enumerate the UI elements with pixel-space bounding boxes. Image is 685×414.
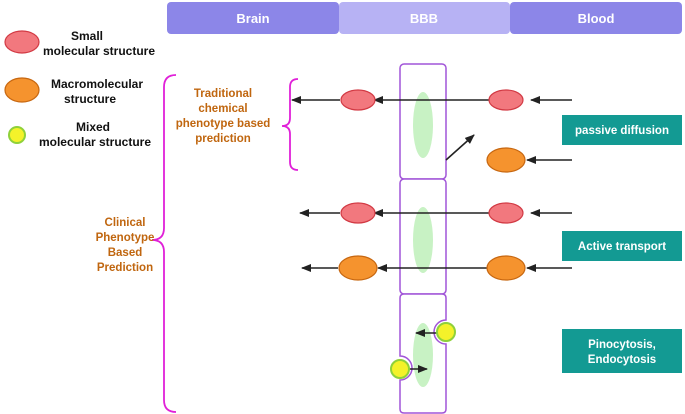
- macro-molecule-brain-2: [338, 255, 378, 281]
- legend-small-line2: molecular structure: [43, 44, 155, 58]
- legend-small-molecule-icon: [4, 30, 40, 54]
- clinical-label-line1: Clinical: [105, 217, 146, 229]
- mixed-molecule-vesicle-top: [436, 322, 456, 342]
- legend-macro-line2: structure: [64, 92, 116, 106]
- mechanism-passive-diffusion: passive diffusion: [562, 115, 682, 145]
- legend-macro-line1: Macromolecular: [51, 77, 143, 91]
- small-molecule-brain-2: [340, 202, 376, 224]
- small-molecule-blood-1: [488, 89, 524, 111]
- header-bbb-label: BBB: [410, 11, 438, 26]
- header-bbb: BBB: [339, 2, 510, 34]
- mechanism-pino-line2: Endocytosis: [588, 354, 656, 366]
- legend-mixed-line1: Mixed: [76, 120, 110, 134]
- mixed-molecule-vesicle-bottom: [390, 359, 410, 379]
- mechanism-pino-line1: Pinocytosis,: [588, 339, 656, 351]
- mechanism-passive-label: passive diffusion: [575, 125, 669, 137]
- header-brain: Brain: [167, 2, 339, 34]
- traditional-label-line4: prediction: [195, 133, 251, 145]
- traditional-brace: [281, 78, 299, 171]
- mechanism-active-transport: Active transport: [562, 231, 682, 261]
- legend-mixed-line2: molecular structure: [39, 135, 151, 149]
- macro-molecule-blood-2: [486, 255, 526, 281]
- small-molecule-brain-1: [340, 89, 376, 111]
- clinical-label-line4: Prediction: [97, 262, 153, 274]
- macro-molecule-blood-1: [486, 147, 526, 173]
- clinical-label-line3: Based: [108, 247, 143, 259]
- clinical-brace: [151, 74, 177, 413]
- clinical-label-line2: Phenotype: [96, 232, 155, 244]
- traditional-label-line3: phenotype based: [176, 118, 271, 130]
- traditional-label-line1: Traditional: [194, 88, 252, 100]
- arrow-macro-deflected: [445, 134, 475, 161]
- legend-mixed-molecule-icon: [8, 126, 26, 144]
- channel-top: [413, 92, 433, 158]
- header-blood: Blood: [510, 2, 682, 34]
- header-brain-label: Brain: [236, 11, 269, 26]
- header-blood-label: Blood: [578, 11, 615, 26]
- legend-macromolecule-icon: [4, 77, 40, 103]
- small-molecule-blood-2: [488, 202, 524, 224]
- mechanism-pinocytosis: Pinocytosis, Endocytosis: [562, 329, 682, 373]
- legend-small-line1: Small: [71, 29, 103, 43]
- traditional-label-line2: chemical: [198, 103, 247, 115]
- mechanism-active-label: Active transport: [578, 241, 666, 253]
- channel-middle: [413, 207, 433, 273]
